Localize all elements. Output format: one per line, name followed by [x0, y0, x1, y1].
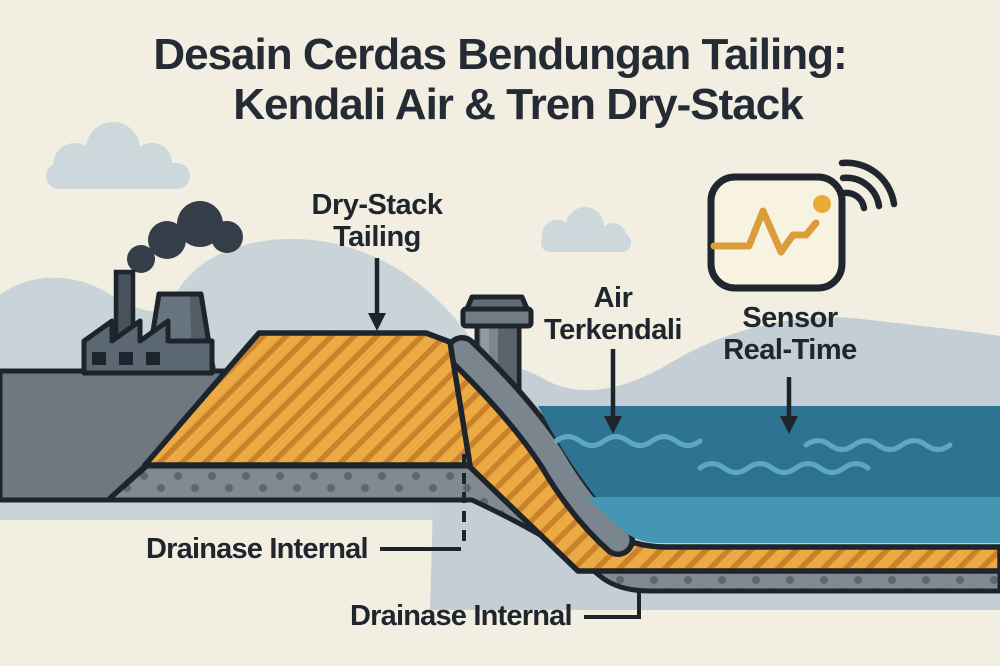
label-drainase-internal-left: Drainase Internal	[146, 533, 369, 565]
sensor-monitor-icon	[707, 159, 898, 292]
factory-building	[81, 318, 215, 376]
drainase-bottom-leader	[584, 589, 641, 619]
cloud-icon	[541, 207, 631, 252]
factory-windows	[92, 352, 160, 365]
water-pond	[538, 406, 1000, 543]
label-air-terkendali: Air Terkendali	[544, 282, 682, 347]
label-dry-stack-tailing: Dry-Stack Tailing	[311, 189, 443, 254]
callout-connectors	[380, 454, 641, 619]
label-drainase-internal-bottom: Drainase Internal	[350, 600, 573, 632]
water-waves	[553, 434, 953, 475]
signal-dot	[813, 195, 831, 213]
water-shallow-band	[586, 497, 1000, 543]
dry-stack-embankment	[142, 330, 473, 468]
clouds	[46, 122, 631, 252]
label-sensor-real-time: Sensor Real-Time	[723, 302, 857, 367]
cloud-icon	[46, 122, 190, 189]
smoke-plume	[127, 201, 243, 273]
callout-arrows	[368, 258, 798, 434]
page-title: Desain Cerdas Bendungan Tailing: Kendali…	[0, 30, 1000, 129]
filter-band	[445, 335, 635, 557]
factory-icon	[81, 201, 243, 376]
title-line-2: Kendali Air & Tren Dry-Stack	[233, 79, 803, 129]
title-line-1: Desain Cerdas Bendungan Tailing:	[153, 30, 847, 79]
signal-trace	[710, 207, 820, 256]
wifi-signal-icon	[838, 159, 898, 212]
internal-drainage-layer	[105, 463, 1000, 594]
